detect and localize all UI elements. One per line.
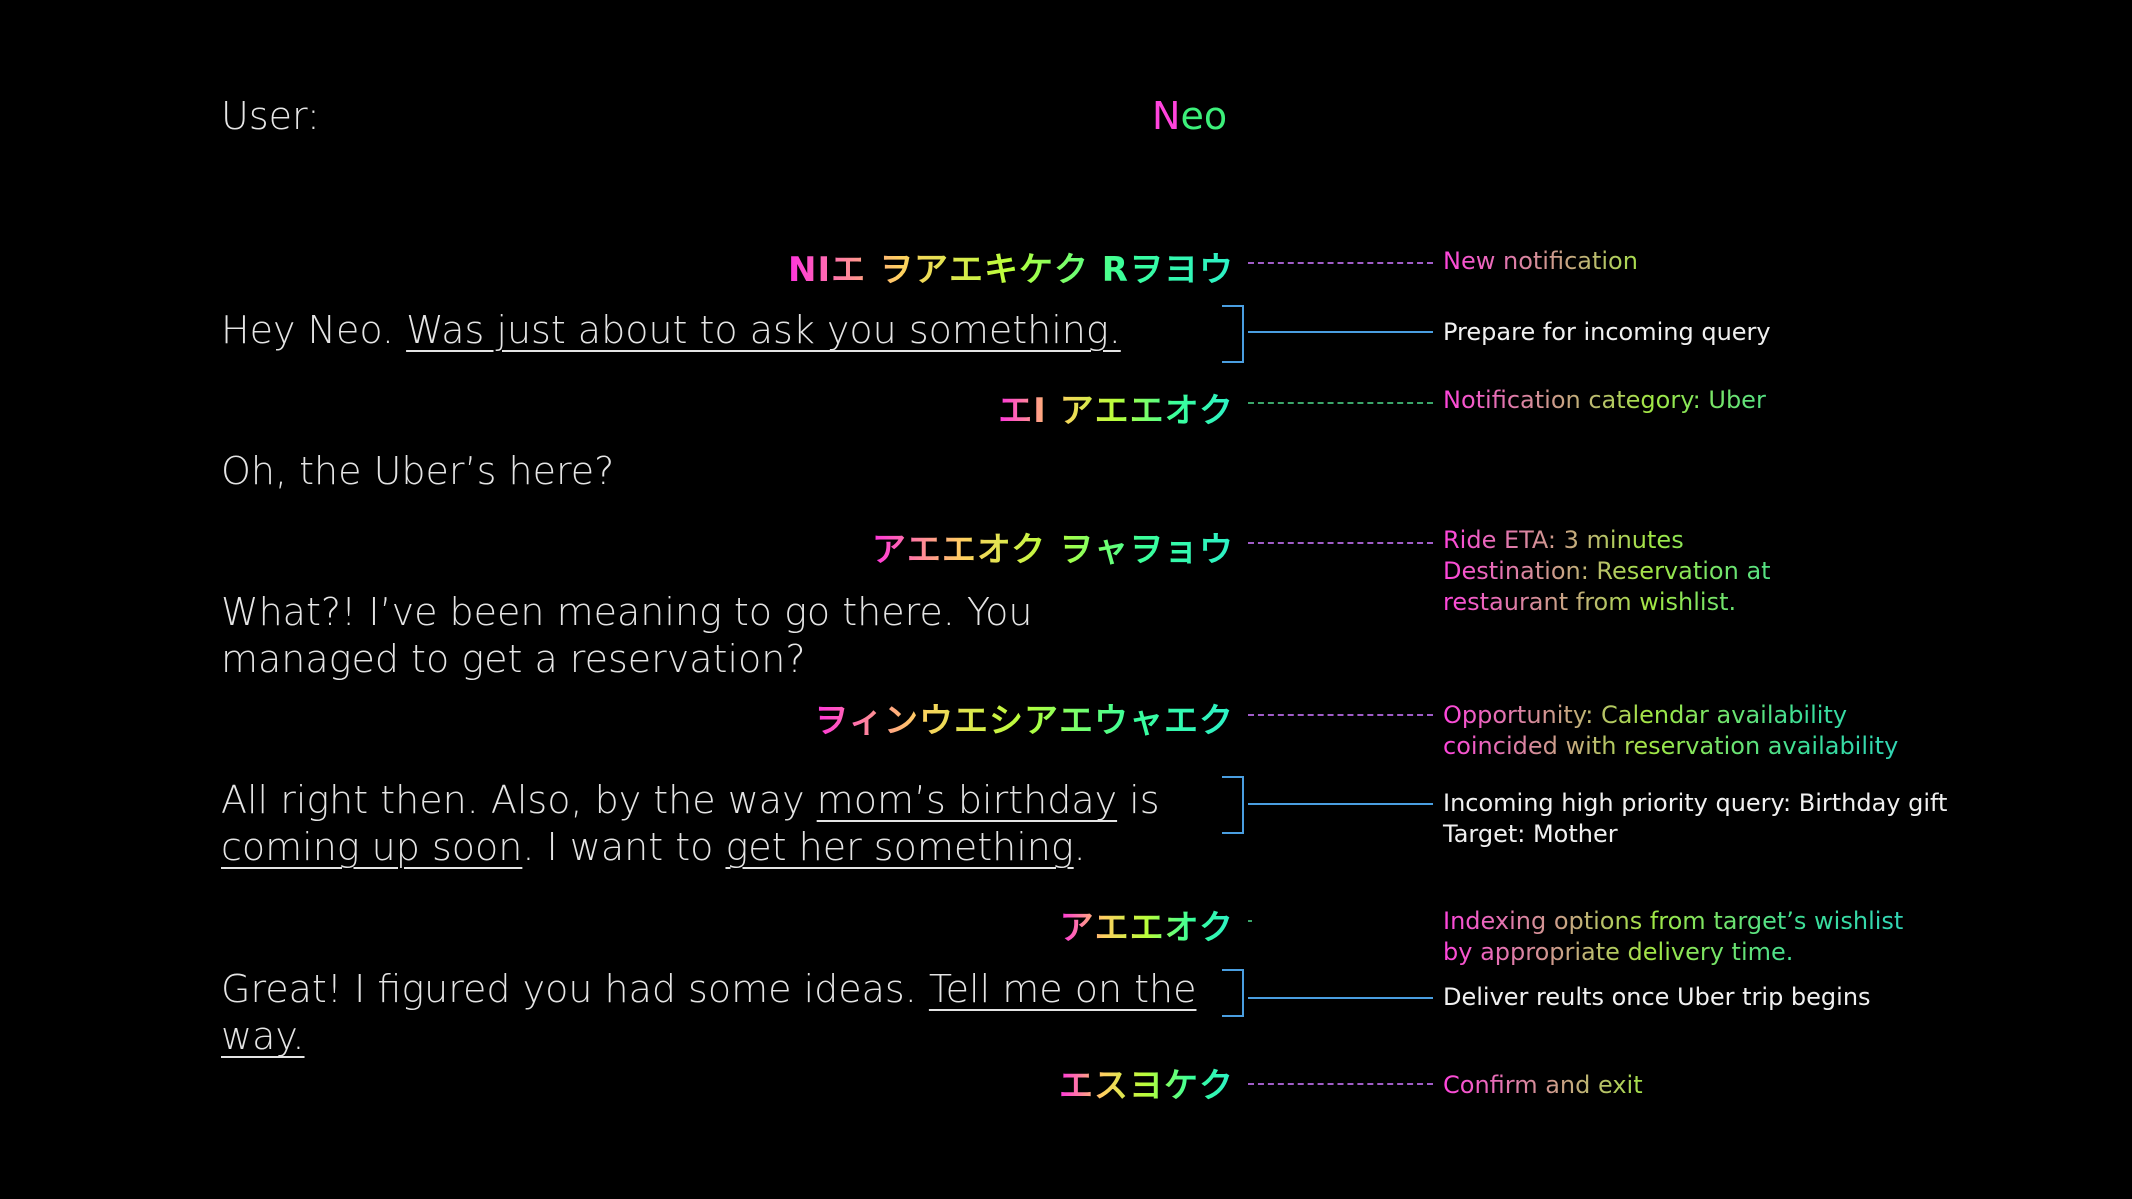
annotation-connector [1248, 402, 1433, 404]
annotation-connector [1248, 803, 1433, 805]
annotation-ride-eta: Ride ETA: 3 minutes Destination: Reserva… [1443, 525, 1963, 618]
neo-signal-category: エI アエエオク [998, 383, 1234, 432]
annotation-connector [1248, 714, 1433, 716]
highlighted-phrase: Was just about to ask you something. [406, 308, 1121, 352]
user-utterance-2: Oh, the Uber’s here? [221, 448, 1241, 495]
annotation-birthday-query: Incoming high priority query: Birthday g… [1443, 789, 1948, 848]
highlighted-phrase: coming up soon [221, 825, 523, 869]
user-utterance-3: What?! I’ve been meaning to go there. Yo… [221, 589, 1221, 683]
user-utterance-4: All right then. Also, by the way mom’s b… [221, 777, 1221, 871]
neo-signal-confirm: エスヨケク [1059, 1058, 1234, 1107]
user-header: User: [221, 94, 320, 138]
utterance-text: . [1073, 825, 1086, 869]
query-bracket [1222, 776, 1244, 834]
neo-signal-ride-eta: アエエオク ヲャヲョウ [872, 522, 1234, 571]
annotation-indexing: Indexing options from target’s wishlist … [1443, 906, 1963, 968]
neo-header: Neo [1152, 94, 1227, 138]
query-bracket [1222, 969, 1244, 1017]
utterance-text: All right then. Also, by the way [221, 778, 817, 822]
user-utterance-1: Hey Neo. Was just about to ask you somet… [221, 307, 1241, 354]
annotation-category: Notification category: Uber [1443, 385, 1963, 416]
neo-header-initial: N [1152, 94, 1181, 138]
user-utterance-5: Great! I figured you had some ideas. Tel… [221, 966, 1241, 1060]
utterance-text: Great! I figured you had some ideas. [221, 967, 929, 1011]
utterance-text: What?! I’ve been meaning to go there. Yo… [221, 590, 1033, 681]
neo-signal-new-notification: NIエ ヲアエキケク Rヲヨウ [788, 242, 1234, 291]
highlighted-phrase: mom’s birthday [816, 778, 1118, 822]
annotation-confirm-exit: Confirm and exit [1443, 1070, 1963, 1101]
neo-signal-indexing: アエエオク [1060, 900, 1234, 949]
annotation-deliver-results: Deliver reults once Uber trip begins [1443, 983, 1871, 1011]
annotation-connector [1248, 1083, 1433, 1085]
annotation-opportunity: Opportunity: Calendar availability coinc… [1443, 700, 1963, 762]
annotation-connector [1248, 331, 1433, 333]
neo-signal-opportunity: ヲィンウエシアエウャエク [814, 693, 1234, 742]
utterance-text: Hey Neo. [221, 308, 407, 352]
highlighted-phrase: Tell me on the way. [221, 967, 1197, 1058]
annotation-prepare-query: Prepare for incoming query [1443, 318, 1771, 346]
annotation-connector [1248, 920, 1252, 922]
annotation-connector [1248, 262, 1433, 264]
annotation-new-notification: New notification [1443, 246, 1963, 277]
annotation-connector [1248, 542, 1433, 544]
neo-header-rest: eo [1180, 94, 1228, 138]
utterance-text: is [1117, 778, 1160, 822]
annotation-connector [1248, 997, 1433, 999]
utterance-text: . I want to [522, 825, 726, 869]
utterance-text: Oh, the Uber’s here? [221, 449, 615, 493]
highlighted-phrase: get her something [725, 825, 1074, 869]
query-bracket [1222, 305, 1244, 363]
